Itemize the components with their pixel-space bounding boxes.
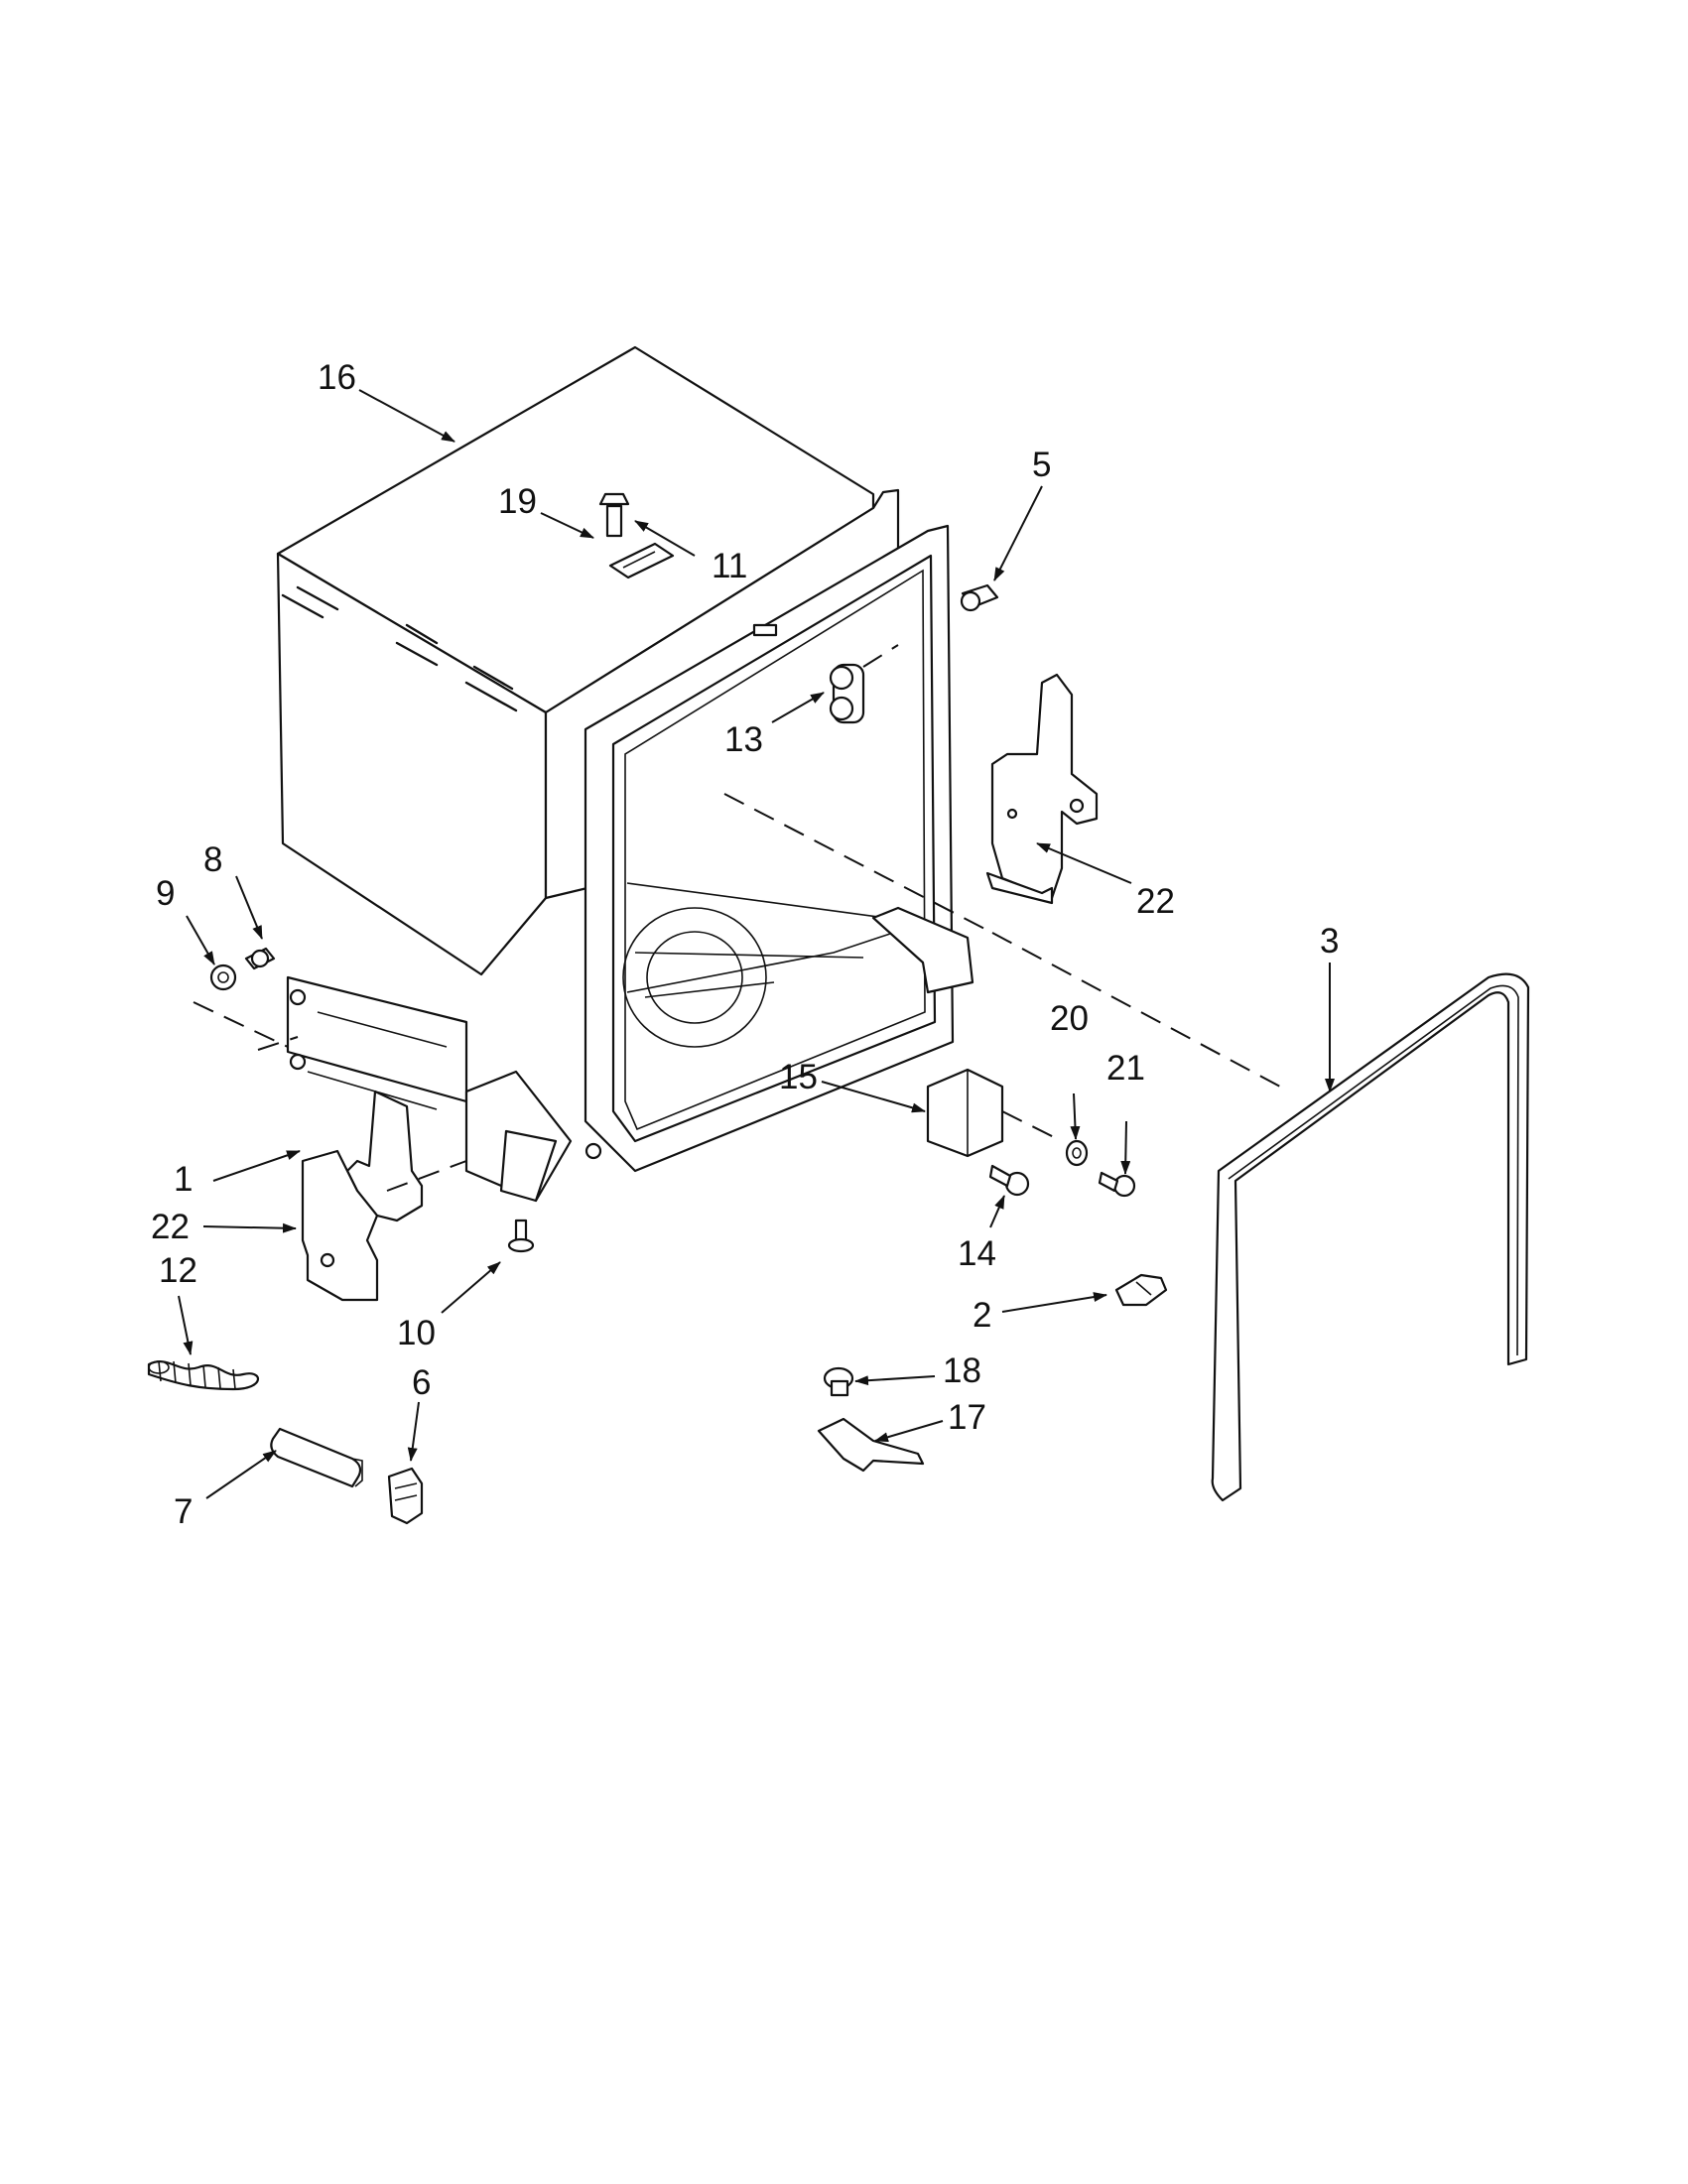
hinge-bracket-left <box>301 1090 467 1302</box>
part-18 <box>823 1366 854 1397</box>
callout-19: 19 <box>498 482 537 521</box>
callout-22-right: 22 <box>1136 882 1175 921</box>
clip-part-6 <box>387 1467 424 1525</box>
callout-5: 5 <box>1032 446 1051 484</box>
callout-7: 7 <box>174 1492 193 1531</box>
spring-part <box>147 1360 260 1391</box>
hinge-bracket-right <box>985 673 1099 905</box>
clip-part-2 <box>1114 1273 1168 1307</box>
callout-14: 14 <box>958 1234 996 1273</box>
callout-22-left: 22 <box>151 1208 190 1246</box>
screw-part-21 <box>1098 1171 1136 1198</box>
screw-part-11 <box>598 492 630 538</box>
roller-bracket-part <box>829 644 899 724</box>
tub-assembly <box>276 345 974 1203</box>
screw-part-8 <box>244 947 276 970</box>
screw-part-5 <box>960 583 999 612</box>
bracket-part-15 <box>926 1068 1063 1158</box>
callout-20: 20 <box>1050 999 1089 1038</box>
callout-11: 11 <box>712 547 747 585</box>
callout-16: 16 <box>318 358 356 397</box>
callout-2: 2 <box>973 1296 991 1335</box>
callout-10: 10 <box>397 1314 436 1352</box>
screw-part-14 <box>988 1164 1030 1197</box>
washer-part-20 <box>1065 1139 1089 1167</box>
callout-17: 17 <box>948 1398 986 1437</box>
leveling-leg-part <box>507 1219 535 1253</box>
callout-8: 8 <box>203 840 222 879</box>
callout-13: 13 <box>724 720 763 759</box>
callout-12: 12 <box>159 1251 197 1290</box>
part-17-bracket <box>817 1417 925 1473</box>
callout-1: 1 <box>174 1160 193 1199</box>
callout-9: 9 <box>156 874 175 913</box>
callout-6: 6 <box>412 1363 431 1402</box>
callout-3: 3 <box>1320 922 1339 961</box>
leader-lines <box>178 389 1335 1499</box>
callout-21: 21 <box>1106 1049 1145 1088</box>
callout-18: 18 <box>943 1351 981 1390</box>
nut-part-9 <box>209 964 237 991</box>
pad-part-7 <box>270 1427 363 1488</box>
door-gasket-part <box>1211 972 1530 1502</box>
callout-15: 15 <box>779 1058 818 1096</box>
nameplate-part <box>608 542 675 579</box>
